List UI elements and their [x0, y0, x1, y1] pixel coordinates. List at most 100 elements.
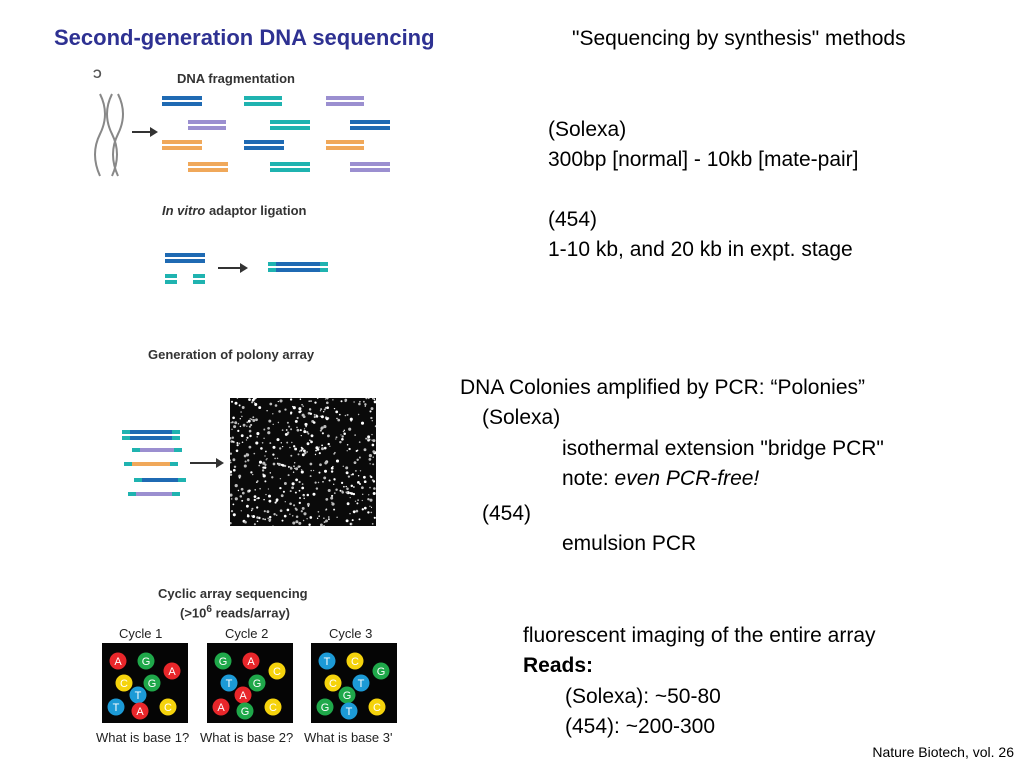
polony-spot	[361, 493, 364, 496]
polony-spot	[253, 498, 256, 502]
block2-line4: note: even PCR-free!	[562, 464, 759, 494]
polony-spot	[243, 454, 247, 458]
polony-spot	[341, 437, 344, 441]
polony-spot	[291, 486, 294, 490]
polony-spot	[231, 428, 233, 431]
polony-spot	[301, 506, 305, 510]
svg-text:Ɔ: Ɔ	[93, 67, 102, 81]
base-spot	[234, 686, 252, 704]
polony-spot	[230, 422, 232, 424]
polony-spot	[304, 422, 308, 426]
block2-line1: DNA Colonies amplified by PCR: “Polonies…	[460, 376, 865, 399]
polony-spot	[300, 434, 302, 437]
polony-spot	[250, 418, 253, 421]
polony-spot	[326, 398, 329, 400]
base-letter: C	[164, 702, 172, 714]
polony-spot	[230, 461, 232, 464]
polony-spot	[284, 408, 287, 411]
polony-spot	[233, 465, 237, 469]
polony-spot	[367, 438, 369, 440]
polony-spot	[330, 496, 334, 500]
polony-spot	[248, 489, 251, 492]
polony-spot	[230, 436, 232, 440]
polony-spot	[353, 461, 357, 464]
polony-spot	[321, 447, 324, 451]
polony-spot	[260, 447, 263, 450]
polony-label: Generation of polony array	[148, 347, 315, 362]
base-letter: T	[346, 706, 353, 718]
polony-spot	[322, 481, 324, 483]
polony-spot	[323, 446, 327, 450]
cyclic-sub-prefix: (>10	[180, 605, 207, 621]
polony-spot	[240, 434, 244, 438]
polony-spot	[308, 523, 311, 526]
polony-spot	[246, 498, 250, 501]
polony-spot	[372, 456, 374, 458]
polony-spot	[321, 432, 324, 435]
polony-spot	[231, 436, 235, 439]
fragmentation-label: DNA fragmentation	[177, 71, 295, 86]
polony-spot	[373, 398, 376, 401]
polony-spot	[333, 407, 336, 410]
polony-spot	[358, 456, 361, 459]
polony-spot	[346, 502, 350, 506]
polony-spot	[276, 463, 279, 465]
polony-spot	[256, 516, 259, 519]
base-spot	[242, 652, 260, 670]
polony-spot	[258, 464, 261, 467]
polony-spot	[332, 465, 334, 468]
polony-spot	[246, 425, 248, 427]
polony-spot	[303, 428, 306, 430]
polony-spot	[286, 508, 290, 512]
polony-spot	[370, 416, 373, 420]
polony-spot	[299, 497, 301, 499]
polony-spot	[325, 461, 329, 464]
polony-spot	[372, 450, 376, 454]
polony-spot	[269, 442, 272, 445]
polony-spot	[236, 398, 239, 400]
polony-spot	[341, 490, 344, 493]
polony-spot	[289, 398, 293, 401]
polony-spot	[373, 516, 376, 519]
polony-spot	[299, 450, 301, 452]
citation: Nature Biotech, vol. 26	[872, 744, 1014, 760]
polony-spot	[363, 448, 367, 452]
base-spot	[115, 674, 133, 692]
polony-spot	[303, 494, 305, 497]
polony-spot	[251, 398, 255, 402]
polony-spot	[300, 470, 304, 474]
polony-spot	[238, 476, 241, 479]
polony-spot	[367, 435, 371, 439]
cyclic-sub-exp: 6	[206, 604, 212, 615]
polony-spot	[343, 485, 345, 488]
polony-spot	[371, 419, 374, 422]
base-spot	[220, 674, 238, 692]
polony-spot	[249, 418, 252, 420]
polony-spot	[283, 514, 287, 518]
polony-spot	[349, 496, 351, 499]
polony-spot	[295, 478, 298, 482]
polony-spot	[323, 469, 328, 473]
base-spot	[212, 698, 230, 716]
base-letter: T	[324, 656, 331, 668]
polony-spot	[230, 521, 232, 525]
polony-spot	[276, 457, 279, 460]
base-letter: G	[343, 690, 352, 702]
polony-spot	[301, 483, 304, 485]
polony-spot	[264, 480, 267, 483]
polony-spot	[286, 441, 289, 444]
polony-spot	[238, 442, 241, 445]
polony-spot	[266, 458, 268, 460]
slide-subtitle: "Sequencing by synthesis" methods	[572, 27, 906, 50]
polony-spot	[354, 434, 356, 436]
polony-spot	[365, 437, 368, 440]
base-spot	[137, 652, 155, 670]
block2-line3: isothermal extension "bridge PCR"	[562, 437, 884, 460]
polony-spot	[318, 515, 320, 517]
polony-spot	[261, 469, 265, 472]
polony-spot	[278, 410, 281, 413]
polony-spot	[289, 490, 292, 493]
polony-spot	[335, 410, 339, 414]
polony-spot	[326, 406, 329, 409]
